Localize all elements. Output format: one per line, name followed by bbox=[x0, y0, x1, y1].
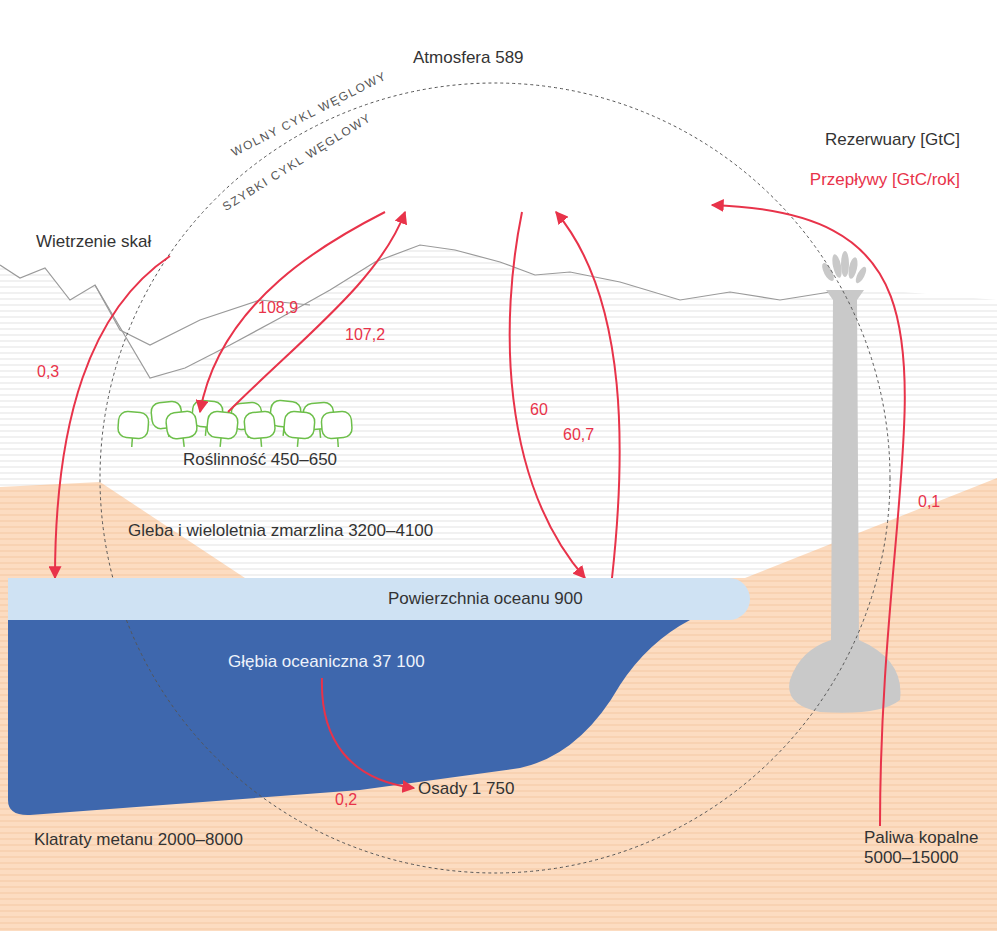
process-label: Wietrzenie skał bbox=[34, 228, 180, 256]
volcano bbox=[789, 251, 900, 713]
flow-arrow bbox=[228, 212, 405, 412]
reservoir-label: Osady 1 750 bbox=[418, 779, 514, 799]
flow-value: 107,2 bbox=[345, 325, 385, 345]
reservoir-label: Powierzchnia oceanu 900 bbox=[388, 589, 583, 609]
deep-ocean bbox=[8, 620, 690, 815]
flow-arrow bbox=[510, 212, 585, 578]
flow-arrow bbox=[200, 212, 385, 412]
reservoir-label: Wietrzenie skał bbox=[36, 232, 151, 252]
reservoir-region: Osady 1 750 bbox=[414, 776, 544, 803]
flow-value: 60 bbox=[530, 400, 548, 420]
flow-value: 0,1 bbox=[918, 492, 940, 512]
trees bbox=[117, 400, 353, 449]
flow-arrow bbox=[712, 205, 905, 826]
reservoir-region: Głębia oceaniczna 37 100 bbox=[224, 648, 444, 678]
reservoir-label: Paliwa kopalne 5000–15000 bbox=[864, 828, 992, 868]
reservoir-label: Roślinność 450–650 bbox=[183, 450, 337, 470]
flow-value: 60,7 bbox=[563, 425, 594, 445]
reservoir-region: Atmosfera 589 bbox=[380, 40, 712, 212]
cycle-boundary bbox=[100, 83, 890, 873]
flow-value: 108,9 bbox=[258, 298, 298, 318]
flow-arrow bbox=[322, 678, 414, 788]
reservoir-label: Klatraty metanu 2000–8000 bbox=[34, 830, 243, 850]
mountain-ridge bbox=[0, 245, 830, 378]
ocean-surface-band: Powierzchnia oceanu 900 bbox=[8, 578, 750, 620]
flow-value: 0,3 bbox=[37, 362, 59, 382]
legend-note: Przepływy [GtC/rok] bbox=[810, 170, 960, 190]
reservoir-region: Roślinność 450–650 bbox=[112, 412, 377, 474]
reservoir-label: Głębia oceaniczna 37 100 bbox=[228, 652, 425, 672]
reservoir-region: Gleba i wieloletnia zmarzlina 3200–4100 bbox=[124, 517, 454, 545]
legend-note: Rezerwuary [GtC] bbox=[825, 130, 960, 150]
flow-value: 0,2 bbox=[335, 790, 357, 810]
flow-arrow bbox=[556, 212, 620, 578]
reservoir-region: Klatraty metanu 2000–8000 bbox=[30, 826, 270, 854]
reservoir-region: Paliwa kopalne 5000–15000 bbox=[862, 826, 996, 874]
reservoir-label: Atmosfera 589 bbox=[413, 48, 524, 68]
reservoir-label: Gleba i wieloletnia zmarzlina 3200–4100 bbox=[128, 521, 433, 541]
